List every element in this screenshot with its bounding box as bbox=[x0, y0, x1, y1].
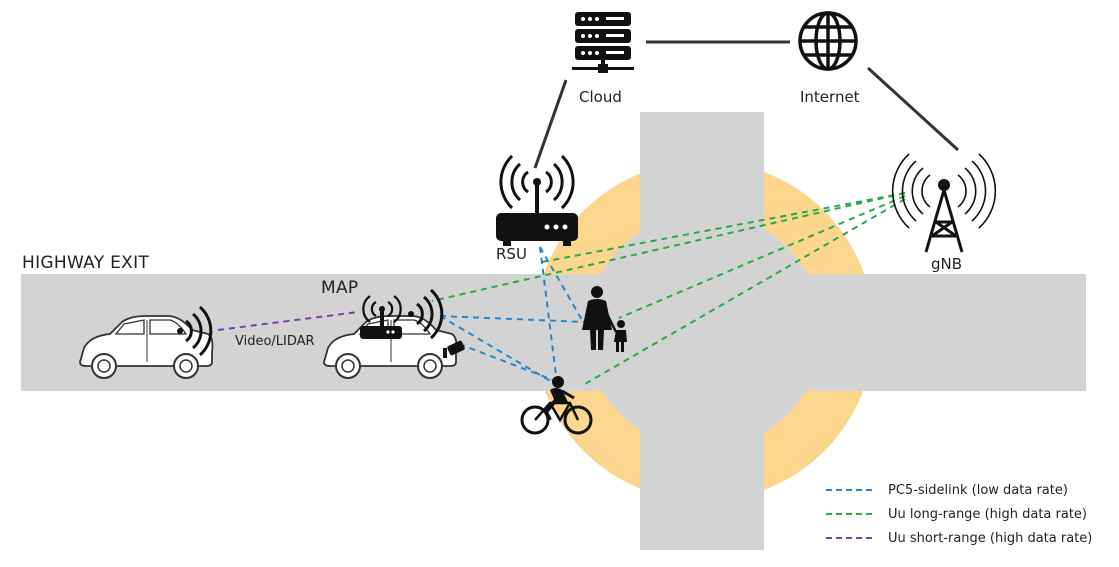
highway-exit-label: HIGHWAY EXIT bbox=[22, 253, 150, 273]
map-label: MAP bbox=[321, 278, 359, 298]
pedestrians-icon bbox=[582, 286, 627, 352]
pc5-sidelink-links bbox=[439, 246, 586, 383]
legend-label-pc5: PC5-sidelink (low data rate) bbox=[888, 482, 1068, 498]
legend-item-uu-long: Uu long-range (high data rate) bbox=[826, 502, 1111, 526]
server-icon bbox=[572, 12, 634, 73]
camera-icon bbox=[443, 340, 465, 358]
cloud-label: Cloud bbox=[579, 88, 622, 106]
internet-label: Internet bbox=[800, 88, 860, 106]
video-lidar-label: Video/LIDAR bbox=[235, 334, 315, 349]
gnb-tower-icon bbox=[891, 153, 997, 253]
legend-swatch-pc5 bbox=[826, 489, 872, 491]
legend: PC5-sidelink (low data rate) Uu long-ran… bbox=[826, 478, 1111, 550]
internet-gnb-link bbox=[866, 66, 960, 152]
legend-item-uu-short: Uu short-range (high data rate) bbox=[826, 526, 1111, 550]
legend-item-pc5: PC5-sidelink (low data rate) bbox=[826, 478, 1111, 502]
rsu-label: RSU bbox=[496, 245, 527, 263]
legend-swatch-uu-short bbox=[826, 537, 872, 539]
roundabout-center bbox=[586, 213, 822, 449]
uu-short-range-link bbox=[217, 311, 359, 331]
vehicle-router-icon bbox=[360, 295, 402, 339]
legend-label-uu-long: Uu long-range (high data rate) bbox=[888, 506, 1088, 522]
uu-long-range-links bbox=[431, 192, 906, 385]
gnb-label: gNB bbox=[931, 255, 963, 273]
rsu-router-icon bbox=[496, 154, 578, 246]
wifi-signal-icon bbox=[177, 305, 213, 357]
legend-label-uu-short: Uu short-range (high data rate) bbox=[888, 530, 1093, 546]
cloud-rsu-link bbox=[533, 79, 568, 169]
legend-swatch-uu-long bbox=[826, 513, 872, 515]
wifi-signal-icon bbox=[408, 288, 444, 340]
globe-icon bbox=[798, 11, 858, 71]
cyclist-icon bbox=[520, 376, 593, 435]
